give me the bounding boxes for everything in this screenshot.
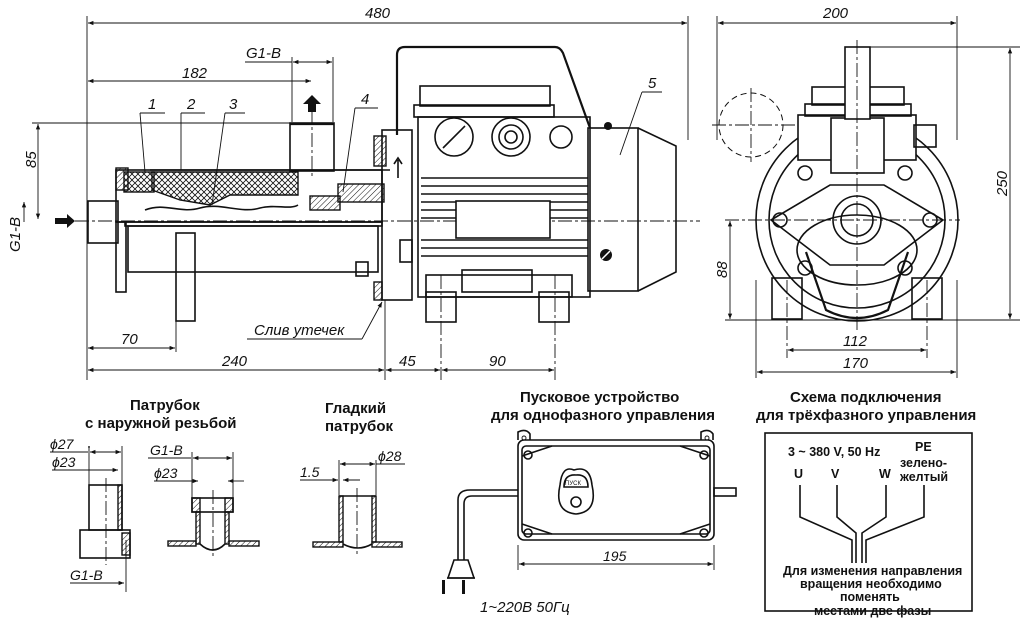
dim-d28: ϕ28 xyxy=(378,448,402,464)
pe-color-2: желтый xyxy=(899,470,948,484)
phase-w: W xyxy=(879,467,891,481)
note-line-3: поменять xyxy=(840,590,900,604)
part-callouts: 1 2 3 4 5 Слив утечек xyxy=(139,75,662,340)
bottom-dimensions: 70 240 45 90 xyxy=(88,320,554,373)
dim-70: 70 xyxy=(121,331,138,348)
pump-housing xyxy=(87,95,413,322)
phase-u: U xyxy=(794,467,803,481)
dim-d23-b: ϕ23 xyxy=(154,465,178,481)
threaded-nozzle-detail: Патрубок с наружной резьбой ϕ27 ϕ23 G1-B… xyxy=(50,397,260,592)
leak-drain-label: Слив утечек xyxy=(254,322,345,339)
front-view: 200 250 88 112 xyxy=(712,5,1020,378)
starter-title-2: для однофазного управления xyxy=(491,407,715,424)
electric-motor xyxy=(384,45,677,380)
starter-device-detail: Пусковое устройство для однофазного упра… xyxy=(442,389,737,616)
supply-label: 3 ~ 380 V, 50 Hz xyxy=(788,445,880,459)
wiring-title-2: для трёхфазного управления xyxy=(756,407,976,424)
wiring-title-1: Схема подключения xyxy=(790,389,941,406)
start-button-label: ПУСК xyxy=(565,481,581,487)
callout-5: 5 xyxy=(648,75,657,92)
outlet-flow-arrow-icon xyxy=(303,95,321,112)
smooth-nozzle-title-2: патрубок xyxy=(325,418,393,435)
note-line-4: местами две фазы xyxy=(814,604,931,618)
dim-90: 90 xyxy=(489,353,506,370)
dim-182: 182 xyxy=(182,65,208,82)
callout-3: 3 xyxy=(229,96,238,113)
threaded-nozzle-title-2: с наружной резьбой xyxy=(85,415,236,432)
dim-200: 200 xyxy=(822,5,849,22)
callout-4: 4 xyxy=(361,91,369,108)
callout-1: 1 xyxy=(148,96,156,113)
dim-112: 112 xyxy=(843,333,868,350)
dim-thread-b: G1-B xyxy=(70,567,103,583)
wires xyxy=(799,485,925,563)
note-line-1: Для изменения направления xyxy=(783,564,962,578)
flow-direction-arrow-icon xyxy=(393,156,403,178)
dim-to-outlet: 182 xyxy=(88,65,311,84)
dim-outlet-thread: G1-B xyxy=(245,45,334,122)
pe-color-1: зелено- xyxy=(900,456,947,470)
dim-outlet-height: 85 xyxy=(23,122,290,219)
dim-88: 88 xyxy=(714,261,731,278)
threaded-nozzle-title-1: Патрубок xyxy=(130,397,200,414)
dim-195: 195 xyxy=(603,548,627,564)
dim-170: 170 xyxy=(843,355,869,372)
dim-85: 85 xyxy=(23,151,40,168)
dim-d23-a: ϕ23 xyxy=(52,454,76,470)
inlet-thread-label: G1-B xyxy=(7,217,24,252)
smooth-nozzle-title-1: Гладкий xyxy=(325,400,386,417)
dim-overall-length: 480 xyxy=(86,5,689,380)
dim-wall-1-5: 1.5 xyxy=(300,464,320,480)
dim-250: 250 xyxy=(994,170,1011,197)
note-line-2: вращения необходимо xyxy=(800,577,942,591)
pe-label: PE xyxy=(915,440,932,454)
inlet-flow-arrow-icon xyxy=(55,214,75,228)
starter-title-1: Пусковое устройство xyxy=(520,389,679,406)
dim-45: 45 xyxy=(399,353,416,370)
dim-480: 480 xyxy=(365,5,391,22)
power-supply-label: 1~220В 50Гц xyxy=(480,599,570,616)
dim-240: 240 xyxy=(221,353,248,370)
smooth-nozzle-detail: Гладкий патрубок ϕ28 1.5 xyxy=(300,400,405,556)
dim-inlet-thread: G1-B xyxy=(7,202,700,252)
phase-v: V xyxy=(831,467,840,481)
side-view: 480 182 G1-B 85 G1-B xyxy=(7,5,700,380)
dim-thread-a: G1-B xyxy=(150,442,183,458)
callout-2: 2 xyxy=(186,96,196,113)
dim-d27: ϕ27 xyxy=(50,436,75,452)
wiring-diagram: Схема подключения для трёхфазного управл… xyxy=(756,389,976,618)
outlet-thread-label: G1-B xyxy=(246,45,281,62)
